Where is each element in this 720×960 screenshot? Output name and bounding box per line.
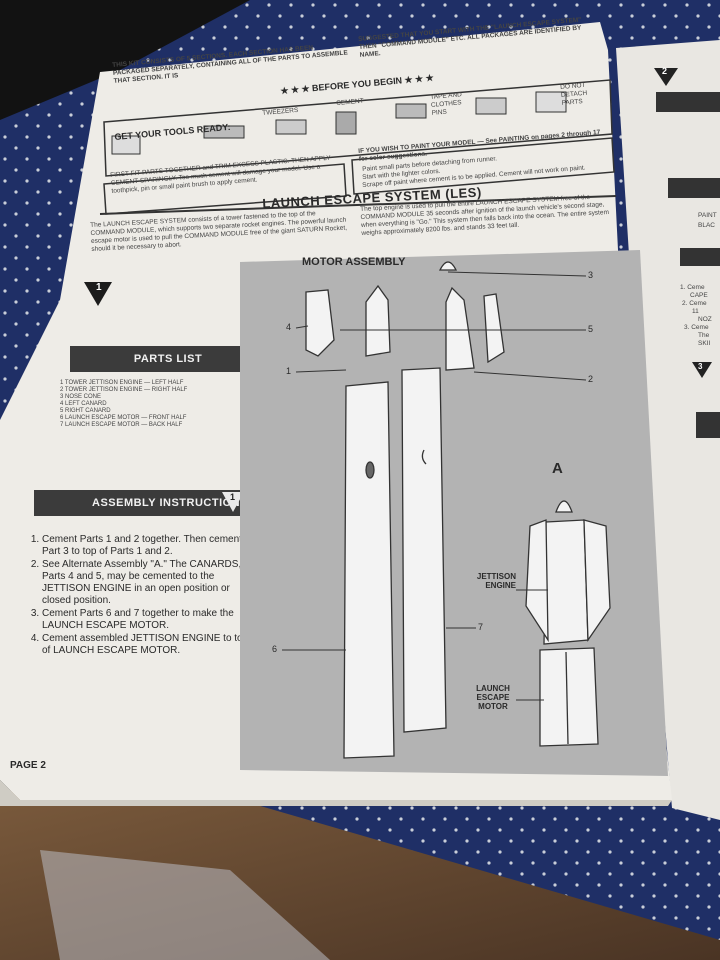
assembly-header: ASSEMBLY INSTRUCTIONS xyxy=(34,490,258,516)
parts-list-item: 2 TOWER JETTISON ENGINE — RIGHT HALF xyxy=(60,387,188,393)
assembly-badge-number: 1 xyxy=(230,492,236,502)
alternate-assembly-a xyxy=(525,500,611,747)
callout-6: 6 xyxy=(272,644,278,654)
assembly-triangle-icon xyxy=(222,492,244,512)
next-page-step2-icon xyxy=(654,68,678,86)
part-5-right-canard xyxy=(483,293,505,364)
diagram-title: MOTOR ASSEMBLY xyxy=(302,256,406,268)
part-6-motor-front xyxy=(343,381,395,759)
next-page-step3-number: 3 xyxy=(698,362,703,371)
assembly-step: See Alternate Assembly "A." The CANARDS,… xyxy=(42,559,252,607)
part-3-nose-cone xyxy=(438,261,458,271)
next-page-snippet-2: 1. Ceme xyxy=(680,284,705,291)
next-page-snippet-1: BLAC xyxy=(698,222,715,229)
parts-list-item: 3 NOSE CONE xyxy=(60,394,102,400)
part-4-left-canard xyxy=(305,289,335,357)
assembly-title: ASSEMBLY INSTRUCTIONS xyxy=(92,497,248,509)
part-1-jettison-left xyxy=(365,284,391,357)
next-page-step2-number: 2 xyxy=(662,66,668,76)
step1-triangle-icon xyxy=(84,282,112,306)
parts-list: 1 TOWER JETTISON ENGINE — LEFT HALF 2 TO… xyxy=(60,380,187,429)
parts-list-header: PARTS LIST xyxy=(70,346,266,372)
next-page-snippet-5: 11 xyxy=(692,308,699,315)
assembly-steps: Cement Parts 1 and 2 together. Then ceme… xyxy=(24,534,252,658)
callout-2: 2 xyxy=(588,374,594,384)
next-page-snippet-3: CAPE xyxy=(690,292,708,299)
launch-escape-motor-label: LAUNCH ESCAPE MOTOR xyxy=(476,684,510,711)
step1-number: 1 xyxy=(96,282,102,293)
next-page-snippet-4: 2. Ceme xyxy=(682,300,707,307)
next-page-snippet-9: SKII xyxy=(698,340,711,347)
callout-7: 7 xyxy=(478,622,484,632)
callout-1: 1 xyxy=(286,366,292,376)
parts-list-title: PARTS LIST xyxy=(133,353,203,365)
parts-list-item: 1 TOWER JETTISON ENGINE — LEFT HALF xyxy=(60,380,184,386)
callout-3: 3 xyxy=(588,270,594,280)
part-2-jettison-right xyxy=(445,286,475,371)
next-page-snippet-7: 3. Ceme xyxy=(684,324,709,331)
parts-list-item: 4 LEFT CANARD xyxy=(60,401,107,407)
assembly-step: Cement assembled JETTISON ENGINE to top … xyxy=(42,633,252,657)
assembly-step: Cement Parts 6 and 7 together to make th… xyxy=(42,608,252,632)
next-page-step3-icon xyxy=(692,362,712,378)
callout-5: 5 xyxy=(588,324,594,334)
parts-list-item: 7 LAUNCH ESCAPE MOTOR — BACK HALF xyxy=(60,422,183,428)
alternate-assembly-label: A xyxy=(552,460,563,477)
jettison-engine-label: JETTISON ENGINE xyxy=(476,572,516,590)
next-page-snippet-0: PAINT xyxy=(698,212,717,219)
page-number: PAGE 2 xyxy=(10,760,46,771)
parts-list-item: 5 RIGHT CANARD xyxy=(60,408,111,414)
next-page-snippet-8: The xyxy=(698,332,710,339)
part-7-motor-back xyxy=(401,367,447,733)
assembly-step: Cement Parts 1 and 2 together. Then ceme… xyxy=(42,534,252,558)
parts-list-item: 6 LAUNCH ESCAPE MOTOR — FRONT HALF xyxy=(60,415,187,421)
next-page-snippet-6: NOZ xyxy=(698,316,712,323)
callout-4: 4 xyxy=(286,322,292,332)
